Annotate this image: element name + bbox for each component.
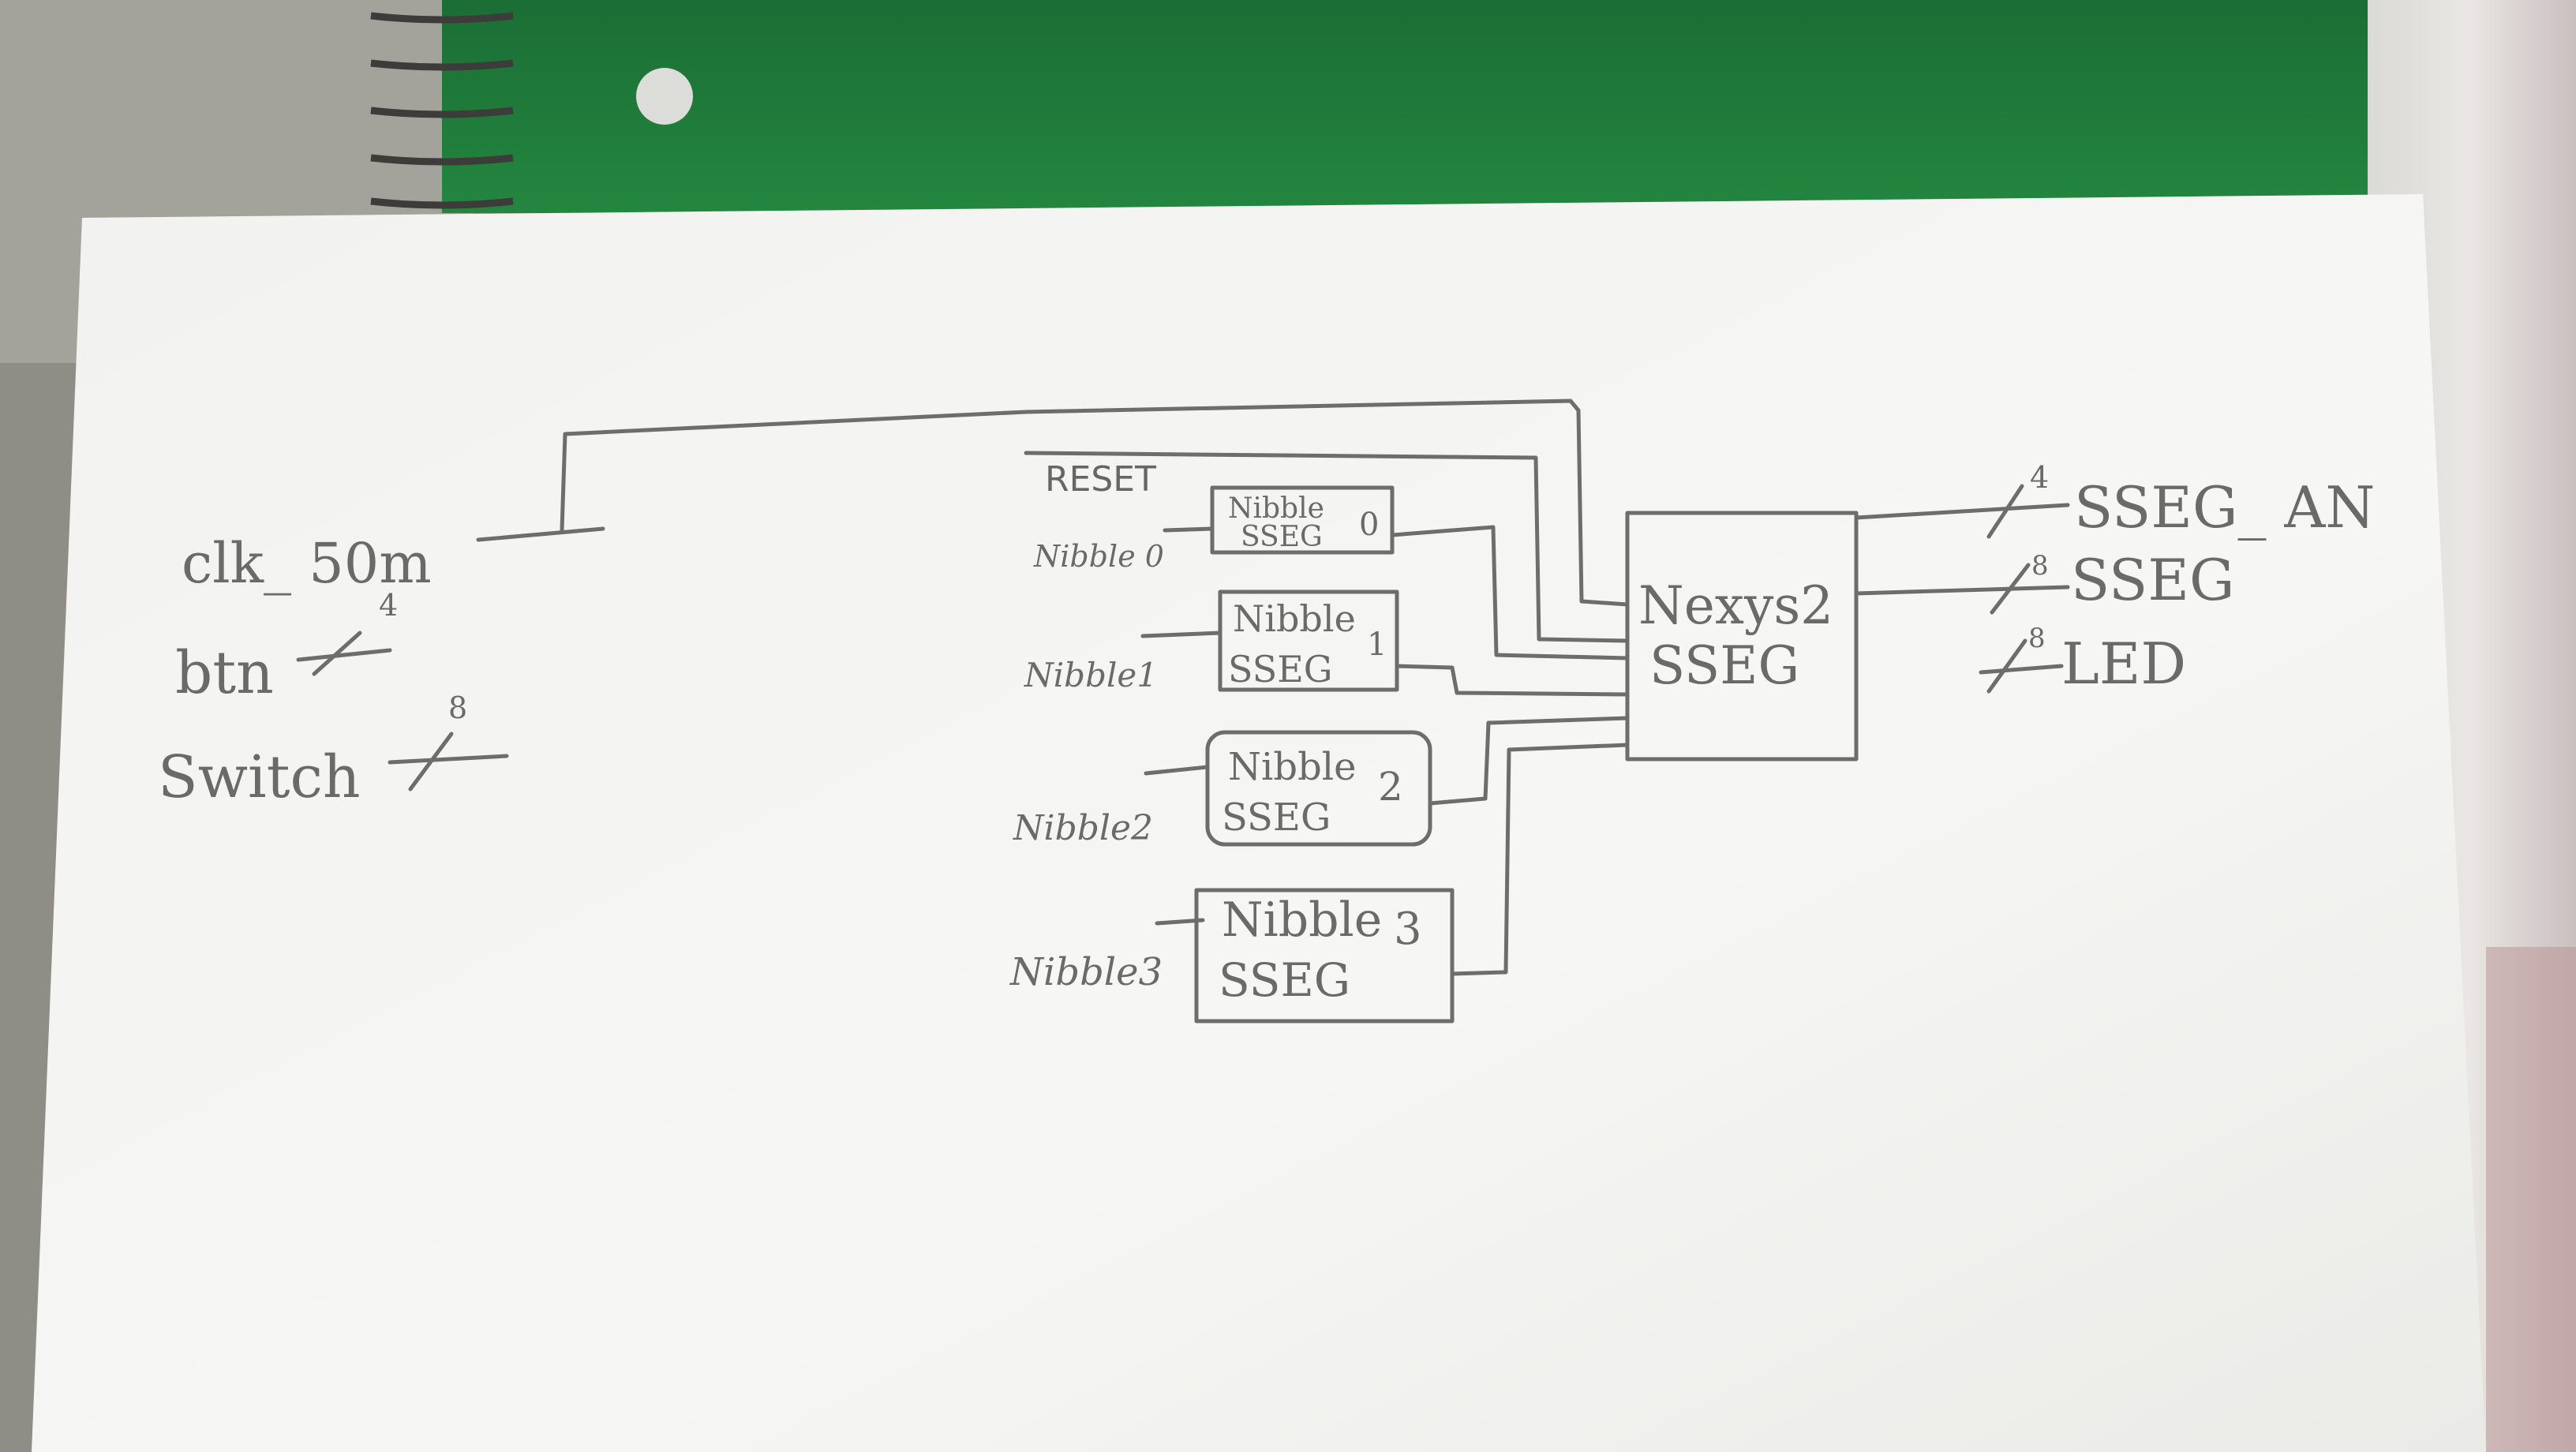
led-bus-slash [1986,638,2027,694]
sseg-an-output-wire [1854,503,2070,520]
led-bus-width: 8 [2028,623,2046,654]
clk-input-label: clk_ 50m [182,531,432,596]
nibble0-module-subtitle: SSEG [1241,521,1323,553]
nexys2-module-box [1625,511,1859,762]
nibble3-module-index: 3 [1394,904,1422,955]
clk-wire [476,526,605,542]
switch-bus-width: 8 [448,690,467,725]
switch-bus-slash [408,732,454,791]
nibble1-module-title: Nibble [1233,597,1356,640]
nibble2-module-index: 2 [1378,764,1403,810]
nibble3-module-subtitle: SSEG [1219,953,1350,1007]
nibble3-module-box [1194,888,1455,1024]
sseg-an-output-label: SSEG_ AN [2074,474,2375,541]
sseg-bus-width: 8 [2031,550,2049,582]
nibble0-module-title: Nibble [1228,492,1324,525]
clk-route-wire [560,399,1630,607]
nibble3-output-wire [1450,743,1630,976]
btn-input-label: btn [175,639,274,707]
btn-bus-width: 4 [379,588,398,623]
nibble1-input-label: Nibble1 [1024,656,1158,694]
nibble0-module-index: 0 [1359,507,1379,543]
nibble0-input-wire [1163,526,1215,533]
btn-wire [296,648,392,662]
paper-sheet [32,194,2486,1452]
nibble1-module-box [1218,589,1399,692]
nibble3-module-title: Nibble [1222,893,1382,948]
sseg-bus-slash [1990,563,2031,615]
nibble1-output-wire [1395,664,1630,697]
plastic-bag-red-tint [2486,947,2576,1452]
reset-wire [1024,451,1630,643]
green-notebook [442,0,2368,213]
nibble2-module-subtitle: SSEG [1222,795,1331,840]
nibble2-input-wire [1144,765,1210,776]
nibble1-module-index: 1 [1367,627,1387,663]
notebook-hole [636,68,693,125]
nibble0-input-label: Nibble 0 [1033,539,1164,574]
led-output-wire [1979,664,2064,675]
spiral-binding [370,12,514,209]
nexys2-module-subtitle: SSEG [1649,635,1799,696]
sseg-output-label: SSEG [2071,547,2234,613]
nibble0-module-box [1210,485,1395,555]
nibble0-output-wire [1390,525,1630,661]
nibble2-module-title: Nibble [1228,745,1357,789]
nibble2-module-box [1205,730,1432,847]
nibble2-output-wire [1428,716,1630,806]
led-output-label: LED [2061,631,2186,697]
sseg-output-wire [1854,585,2070,596]
btn-bus-slash [312,631,362,676]
reset-label: RESET [1045,459,1156,500]
sseg-an-bus-width: 4 [2030,460,2049,495]
switch-wire [388,754,509,765]
nibble3-input-label: Nibble3 [1009,950,1163,994]
nexys2-module-title: Nexys2 [1638,575,1833,636]
sseg-an-bus-slash [1986,484,2024,539]
nibble2-input-label: Nibble2 [1013,808,1153,848]
switch-input-label: Switch [158,743,361,811]
nibble1-input-wire [1140,631,1222,638]
nibble1-module-subtitle: SSEG [1228,648,1333,690]
